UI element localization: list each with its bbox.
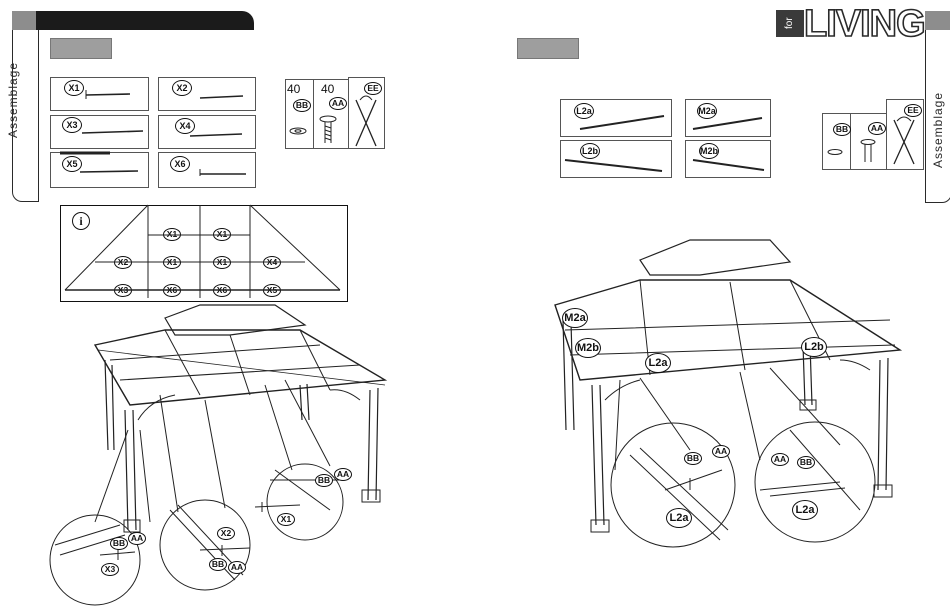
- rcallout1-l2a: L2a: [666, 508, 692, 528]
- callout1-x3: X3: [101, 563, 119, 576]
- rcallout2-aa: AA: [771, 453, 789, 466]
- callout3-bb: BB: [315, 474, 333, 487]
- rcallout1-bb: BB: [684, 452, 702, 465]
- frame-label-l2a: L2a: [645, 353, 671, 373]
- callout1-bb: BB: [110, 537, 128, 550]
- rcallout1-aa: AA: [712, 445, 730, 458]
- callout3-aa: AA: [334, 468, 352, 481]
- rcallout2-bb: BB: [797, 456, 815, 469]
- callout2-bb: BB: [209, 558, 227, 571]
- frame-label-m2b: M2b: [575, 338, 601, 358]
- frame-label-l2b: L2b: [801, 337, 827, 357]
- rcallout2-l2a: L2a: [792, 500, 818, 520]
- frame-label-m2a: M2a: [562, 308, 588, 328]
- callout3-x1: X1: [277, 513, 295, 526]
- callout2-aa: AA: [228, 561, 246, 574]
- callout1-aa: AA: [128, 532, 146, 545]
- callout2-x2: X2: [217, 527, 235, 540]
